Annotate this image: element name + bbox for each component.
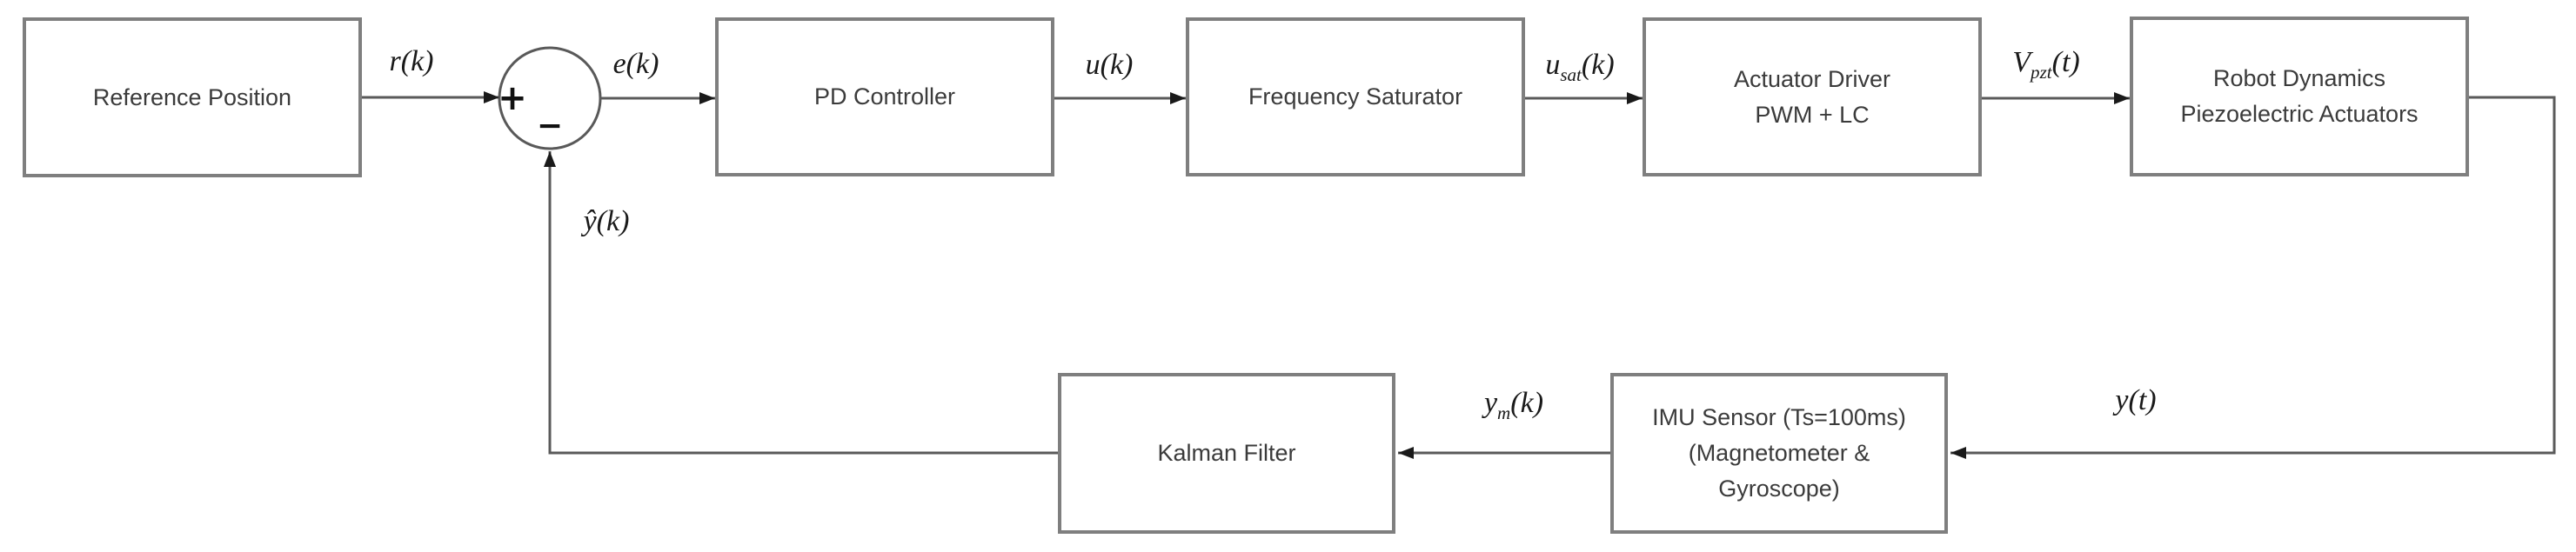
block-label: Piezoelectric Actuators — [2180, 101, 2419, 127]
block-label: Gyroscope) — [1718, 476, 1840, 502]
block-actuator-driver: Actuator Driver PWM + LC — [1643, 17, 1982, 176]
summing-junction-plus-sign: + — [498, 78, 527, 118]
block-reference-position: Reference Position — [23, 17, 362, 177]
block-label: (Magnetometer & — [1688, 440, 1870, 466]
signal-base: y — [1483, 387, 1498, 419]
summing-junction-minus-sign: − — [536, 108, 564, 144]
signal-subscript: pzt — [2031, 61, 2052, 83]
block-pd-controller: PD Controller — [715, 17, 1054, 176]
signal-label-ym: ym(k) — [1483, 387, 1544, 423]
signal-label-y: y(t) — [2115, 384, 2157, 416]
signal-label-r: r(k) — [389, 45, 434, 77]
signal-args: (k) — [1581, 49, 1615, 81]
signal-args: (k) — [1510, 387, 1544, 419]
block-label: PWM + LC — [1755, 101, 1870, 128]
block-kalman-filter: Kalman Filter — [1058, 373, 1395, 534]
block-label: Robot Dynamics — [2212, 65, 2386, 91]
signal-label-vpzt: Vpzt(t) — [2012, 46, 2080, 81]
signal-label-e: e(k) — [612, 48, 659, 80]
block-label: Frequency Saturator — [1248, 83, 1463, 110]
block-imu-sensor: IMU Sensor (Ts=100ms) (Magnetometer & Gy… — [1610, 373, 1948, 534]
signal-base: u — [1545, 49, 1561, 81]
block-frequency-saturator: Frequency Saturator — [1186, 17, 1525, 176]
signal-label-yhat: ŷ(k) — [583, 205, 630, 237]
block-label: Reference Position — [92, 83, 292, 110]
signal-label-u: u(k) — [1085, 49, 1134, 81]
signal-base: V — [2012, 46, 2031, 78]
signal-subscript: m — [1497, 402, 1511, 423]
arrow-yhat — [544, 151, 1058, 455]
signal-label-usat: usat(k) — [1545, 49, 1615, 85]
arrow-y-feedback — [1950, 96, 2556, 459]
block-label: Kalman Filter — [1157, 440, 1296, 466]
signal-subscript: sat — [1560, 63, 1582, 85]
block-robot-dynamics: Robot Dynamics Piezoelectric Actuators — [2130, 17, 2469, 176]
signal-args: (t) — [2051, 46, 2080, 78]
block-label: IMU Sensor (Ts=100ms) — [1652, 404, 1906, 430]
block-label: Actuator Driver — [1733, 65, 1891, 92]
block-label: PD Controller — [813, 83, 956, 110]
